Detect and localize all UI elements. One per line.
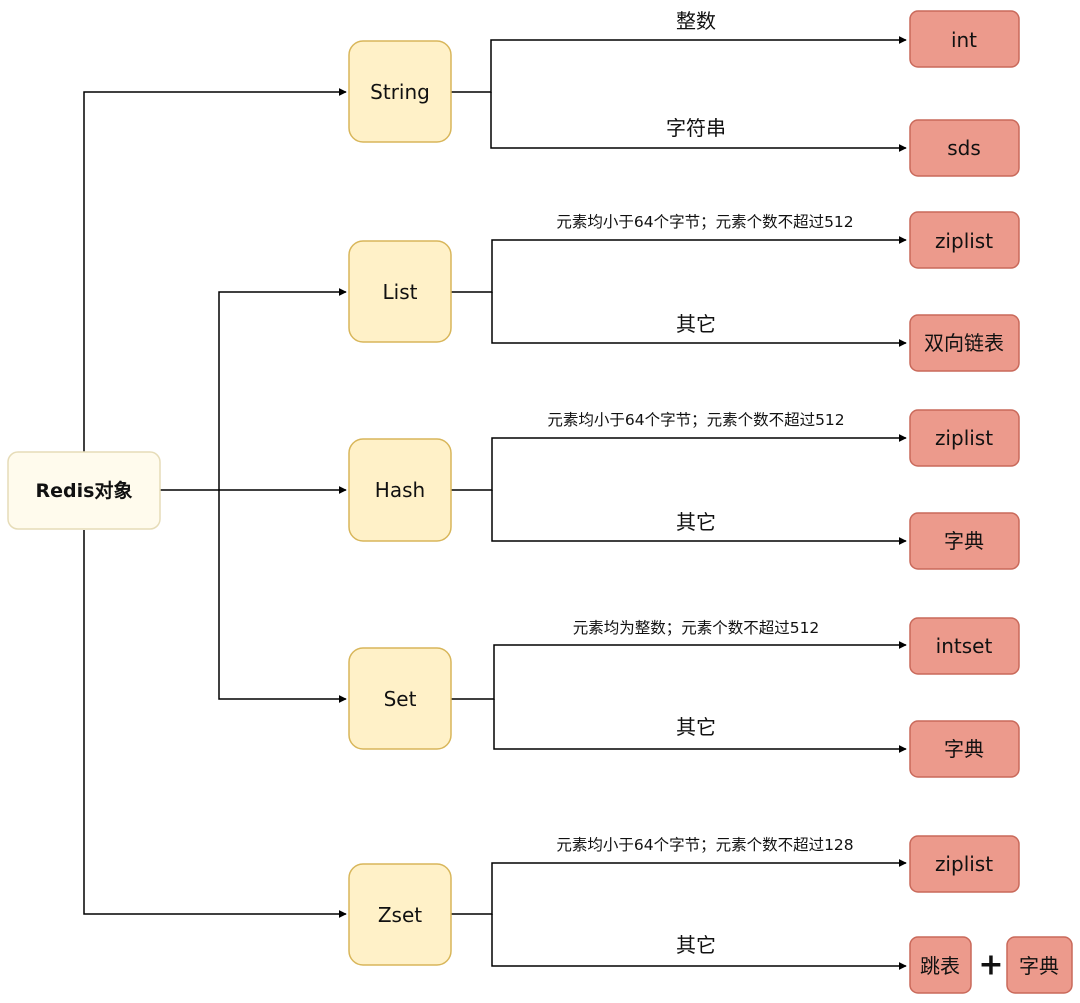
- enc-node-zset-dict: 字典: [1006, 936, 1073, 994]
- plus-sign: +: [978, 948, 1003, 983]
- edge-root-to-zset: [83, 530, 347, 918]
- enc-node-zset-ziplist: ziplist: [909, 835, 1020, 893]
- cond-string-bottom: 字符串: [666, 116, 726, 140]
- edge-hash-to-ziplist: [451, 434, 907, 491]
- enc-node-set-dict: 字典: [909, 720, 1020, 778]
- edge-zset-to-ziplist: [451, 859, 907, 915]
- enc-label-list-ziplist: ziplist: [935, 229, 993, 253]
- enc-label-intset: intset: [936, 634, 993, 658]
- cond-string-top: 整数: [676, 9, 716, 33]
- cond-hash-top: 元素均小于64个字节；元素个数不超过512: [547, 411, 844, 429]
- type-label-hash: Hash: [375, 478, 425, 502]
- enc-label-linkedlist: 双向链表: [924, 331, 1004, 355]
- type-label-set: Set: [384, 687, 417, 711]
- cond-set-bottom: 其它: [676, 715, 716, 739]
- edge-root-to-list: [218, 288, 347, 490]
- enc-node-skiplist: 跳表: [909, 936, 972, 994]
- enc-label-sds: sds: [947, 136, 981, 160]
- type-node-hash: Hash: [348, 438, 452, 542]
- type-label-list: List: [383, 280, 418, 304]
- edge-zset-to-skiplist: [491, 914, 907, 970]
- type-node-string: String: [348, 40, 452, 143]
- enc-label-set-dict: 字典: [944, 737, 984, 761]
- edge-set-to-dict: [493, 699, 907, 753]
- root-label: Redis对象: [36, 479, 133, 502]
- edge-hash-to-dict: [491, 490, 907, 545]
- enc-node-hash-dict: 字典: [909, 512, 1020, 570]
- type-node-list: List: [348, 240, 452, 343]
- enc-node-intset: intset: [909, 617, 1020, 675]
- edge-root-to-set: [218, 490, 347, 703]
- cond-list-top: 元素均小于64个字节；元素个数不超过512: [556, 213, 853, 231]
- type-label-string: String: [370, 80, 430, 104]
- enc-label-hash-ziplist: ziplist: [935, 426, 993, 450]
- enc-label-hash-dict: 字典: [944, 529, 984, 553]
- root-node: Redis对象: [7, 451, 161, 530]
- enc-label-skiplist: 跳表: [920, 954, 960, 978]
- edge-list-to-ziplist: [451, 236, 907, 293]
- enc-label-zset-ziplist: ziplist: [935, 852, 993, 876]
- edge-string-to-sds: [490, 92, 907, 152]
- edge-string-to-int: [451, 36, 907, 93]
- root-edges: [83, 88, 347, 918]
- cond-zset-top: 元素均小于64个字节；元素个数不超过128: [556, 836, 853, 854]
- cond-zset-bottom: 其它: [676, 933, 716, 957]
- enc-node-linkedlist: 双向链表: [909, 314, 1020, 372]
- enc-node-hash-ziplist: ziplist: [909, 409, 1020, 467]
- type-node-zset: Zset: [348, 863, 452, 966]
- type-node-set: Set: [348, 647, 452, 750]
- type-label-zset: Zset: [378, 903, 422, 927]
- enc-node-sds: sds: [909, 119, 1020, 177]
- enc-node-list-ziplist: ziplist: [909, 211, 1020, 269]
- cond-hash-bottom: 其它: [676, 510, 716, 534]
- edge-list-to-linkedlist: [491, 292, 907, 347]
- encoding-edges: [451, 36, 907, 970]
- edge-labels: 整数 字符串 元素均小于64个字节；元素个数不超过512 其它 元素均小于64个…: [547, 9, 853, 957]
- enc-label-zset-dict: 字典: [1019, 954, 1059, 978]
- cond-set-top: 元素均为整数；元素个数不超过512: [573, 619, 820, 637]
- enc-node-int: int: [909, 10, 1020, 68]
- enc-label-int: int: [951, 28, 977, 52]
- edge-set-to-intset: [451, 641, 907, 700]
- cond-list-bottom: 其它: [676, 312, 716, 336]
- edge-root-to-string: [83, 88, 347, 452]
